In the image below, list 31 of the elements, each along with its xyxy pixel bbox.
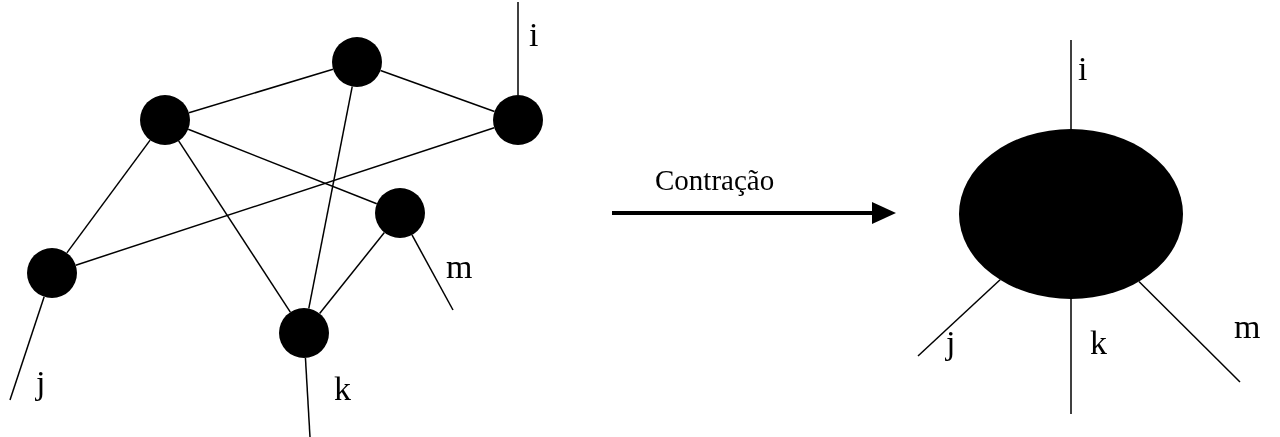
connector-line — [75, 127, 495, 266]
connector-line — [318, 231, 386, 315]
connector-line — [379, 69, 496, 113]
connector-line — [177, 140, 292, 313]
free-leg-line — [304, 357, 311, 437]
tensor-node-circle — [279, 308, 329, 358]
tensor-node-circle — [375, 188, 425, 238]
tensor-node-circle — [140, 95, 190, 145]
tensor-node-circle — [27, 248, 77, 298]
free-leg-line — [1138, 280, 1241, 383]
edge-label: m — [1234, 310, 1261, 344]
edge-label: m — [446, 250, 473, 284]
connector-line — [187, 128, 378, 205]
edge-label: i — [1078, 52, 1088, 86]
free-leg-line — [917, 279, 1001, 357]
edge-label: i — [529, 18, 539, 52]
connector-line — [308, 85, 353, 310]
connector-line — [188, 68, 334, 114]
edge-label: k — [1090, 326, 1107, 360]
arrow-caption: Contração — [655, 166, 775, 195]
tensor-node-circle — [493, 95, 543, 145]
connector-line — [66, 139, 151, 254]
edge-label: j — [36, 366, 46, 400]
tensor-node-circle — [332, 37, 382, 87]
free-leg-line — [9, 296, 45, 401]
free-leg-line — [411, 234, 454, 311]
free-leg-line — [1070, 39, 1072, 130]
edge-label: k — [334, 372, 351, 406]
free-leg-line — [1070, 298, 1072, 415]
free-leg-line — [517, 1, 519, 96]
edge-label: j — [946, 326, 956, 360]
